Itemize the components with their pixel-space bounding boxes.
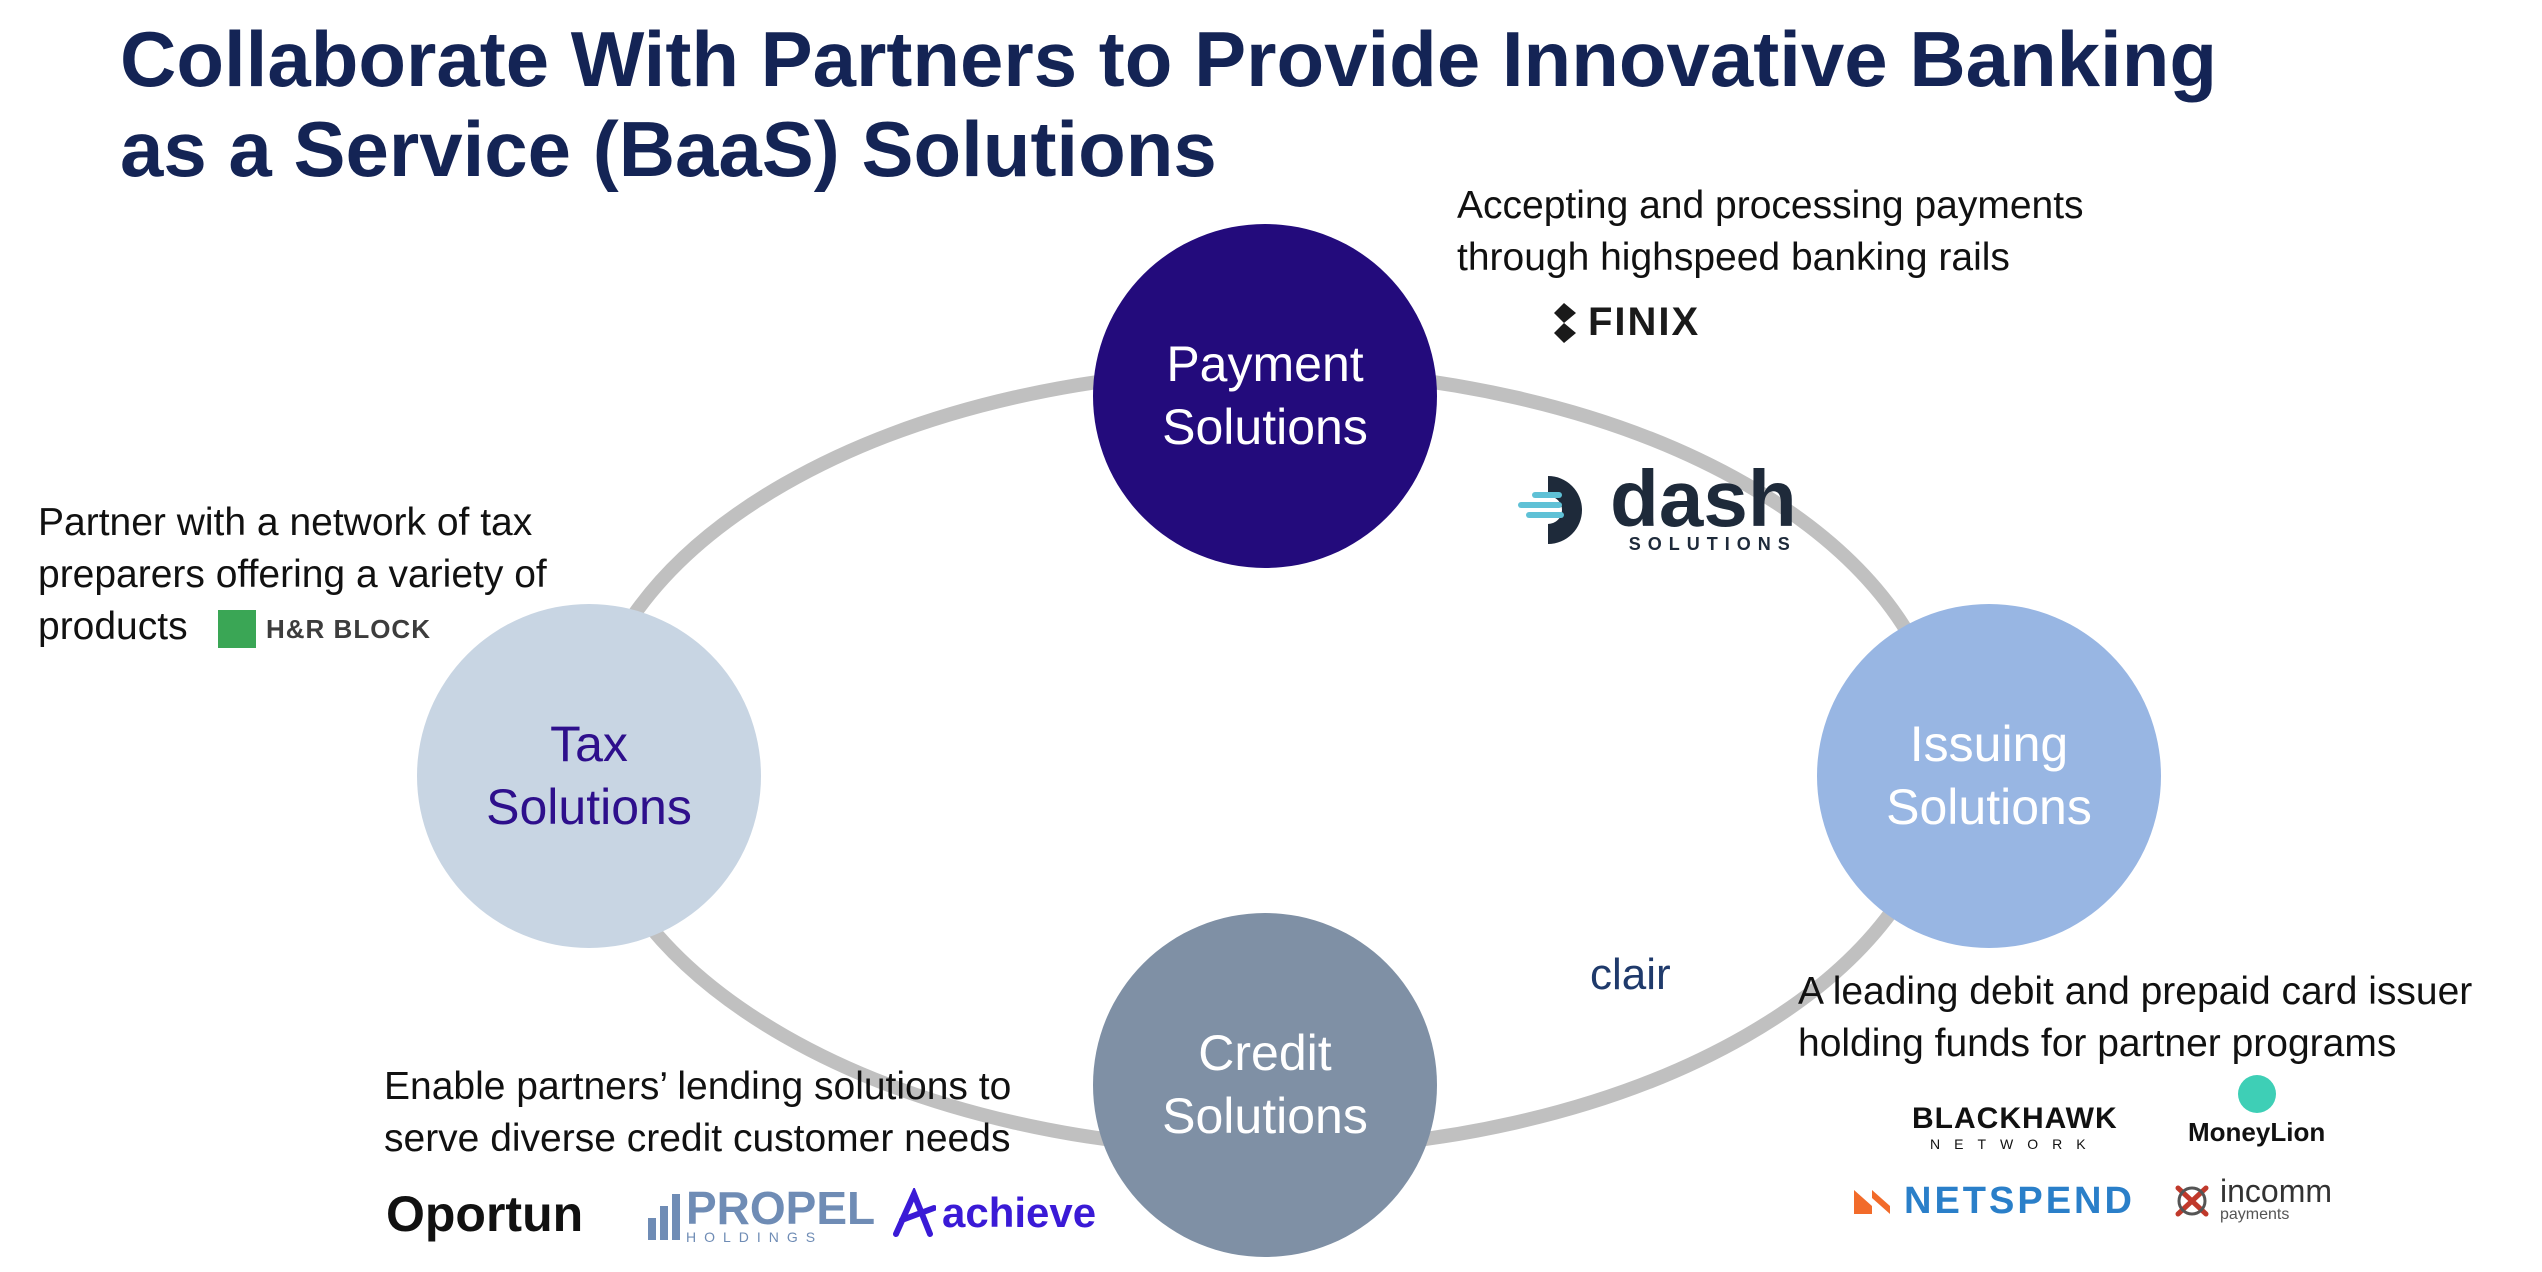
propel-bars-icon	[648, 1193, 680, 1240]
incomm-mark-icon	[2175, 1185, 2209, 1217]
clair-logo: clair	[1590, 950, 1671, 999]
page-title: Collaborate With Partners to Provide Inn…	[120, 14, 2500, 194]
dash-subtitle: SOLUTIONS	[1628, 534, 1797, 554]
blackhawk-wordmark: BLACKHAWK	[1912, 1102, 2118, 1135]
credit-circle-line-1: Credit	[1198, 1025, 1332, 1081]
finix-wordmark: FINIX	[1588, 300, 1701, 344]
issuing-circle-line-1: Issuing	[1909, 716, 2069, 772]
title-line-1: Collaborate With Partners to Provide Inn…	[120, 15, 2218, 103]
finix-logo: FINIX	[1550, 300, 1700, 345]
payment-description: Accepting and processing payments throug…	[1457, 180, 2084, 284]
achieve-logo: achieve	[890, 1188, 1096, 1238]
moneylion-wordmark: MoneyLion	[2188, 1117, 2326, 1147]
blackhawk-network-logo: BLACKHAWK NETWORK	[1912, 1102, 2118, 1152]
achieve-wordmark: achieve	[942, 1189, 1097, 1236]
finix-mark-icon	[1554, 302, 1576, 343]
issuing-desc-line-1: A leading debit and prepaid card issuer	[1798, 970, 2473, 1013]
tax-desc-line-2: preparers offering a variety of	[38, 553, 547, 596]
propel-wordmark: PROPEL	[686, 1182, 876, 1234]
incomm-subtitle: payments	[2220, 1206, 2290, 1223]
credit-desc-line-1: Enable partners’ lending solutions to	[384, 1065, 1012, 1108]
tax-desc-line-3: products	[38, 605, 188, 648]
hr-block-wordmark: H&R BLOCK	[266, 613, 431, 644]
credit-desc-line-2: serve diverse credit customer needs	[384, 1117, 1011, 1160]
issuing-solutions-circle: Issuing Solutions	[1817, 604, 2161, 948]
propel-holdings-logo: PROPEL HOLDINGS	[648, 1185, 875, 1245]
payment-desc-line-1: Accepting and processing payments	[1457, 184, 2084, 227]
tax-description: Partner with a network of tax preparers …	[38, 497, 547, 653]
issuing-description: A leading debit and prepaid card issuer …	[1798, 966, 2472, 1070]
incomm-wordmark: incomm	[2220, 1173, 2333, 1209]
netspend-logo: NETSPEND	[1850, 1180, 2135, 1223]
dash-mark-icon	[1518, 475, 1582, 544]
netspend-mark-icon	[1854, 1189, 1890, 1214]
tax-circle-line-2: Solutions	[486, 779, 692, 835]
dash-solutions-logo: dash SOLUTIONS	[1518, 459, 1797, 555]
issuing-circle-line-2: Solutions	[1886, 779, 2092, 835]
payment-circle-line-2: Solutions	[1162, 399, 1368, 455]
oportun-logo: Oportun	[386, 1186, 584, 1242]
credit-solutions-circle: Credit Solutions	[1093, 913, 1437, 1257]
tax-solutions-circle: Tax Solutions	[417, 604, 761, 948]
issuing-desc-line-2: holding funds for partner programs	[1798, 1022, 2397, 1065]
propel-subtitle: HOLDINGS	[686, 1229, 824, 1245]
incomm-payments-logo: incomm payments	[2172, 1173, 2333, 1224]
tax-desc-line-1: Partner with a network of tax	[38, 501, 533, 544]
netspend-wordmark: NETSPEND	[1904, 1180, 2135, 1222]
tax-circle-line-1: Tax	[550, 716, 628, 772]
hr-block-logo: H&R BLOCK	[218, 610, 431, 648]
credit-description: Enable partners’ lending solutions to se…	[384, 1061, 1011, 1165]
payment-solutions-circle: Payment Solutions	[1093, 224, 1437, 568]
title-line-2: as a Service (BaaS) Solutions	[120, 105, 1217, 193]
payment-circle-line-1: Payment	[1166, 336, 1364, 392]
moneylion-logo: MoneyLion	[2188, 1075, 2325, 1148]
dash-wordmark: dash	[1610, 454, 1797, 543]
credit-circle-line-2: Solutions	[1162, 1088, 1368, 1144]
blackhawk-subtitle: NETWORK	[1930, 1136, 2100, 1152]
achieve-arrow-icon	[893, 1188, 936, 1237]
moneylion-mark-icon	[2237, 1075, 2276, 1113]
payment-desc-line-2: through highspeed banking rails	[1457, 236, 2010, 279]
hr-block-square-icon	[218, 610, 256, 648]
